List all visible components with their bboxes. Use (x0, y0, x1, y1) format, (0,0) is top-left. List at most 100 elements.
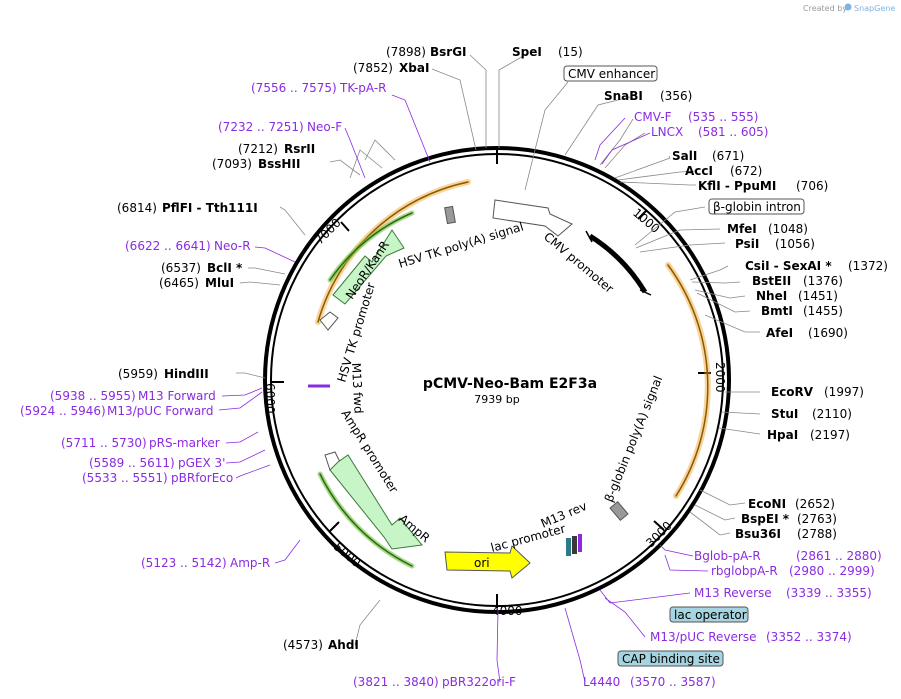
hsv-polya-label: HSV TK poly(A) signal (397, 219, 525, 270)
tick-label-4000: 4000 (492, 604, 523, 618)
site-name: NheI (756, 289, 787, 303)
site-name: EcoRV (771, 385, 814, 399)
hsv-polya-box (444, 205, 456, 225)
site-name: BmtI (761, 304, 793, 318)
leader-lines (236, 54, 761, 646)
primer-name: Neo-F (307, 120, 342, 134)
site-labels: (7898) BsrGI SpeI (15) (7852) XbaI SnaBI… (117, 45, 888, 652)
feature-arrows (308, 199, 629, 579)
site-name: KflI - PpuMI (698, 179, 776, 193)
primer-range: (6622 .. 6641) (125, 239, 211, 253)
tick-marks (270, 150, 711, 608)
bglobin-polya-box (609, 500, 629, 522)
ori-label: ori (474, 556, 490, 570)
site-pos: (1690) (808, 326, 848, 340)
primer-range: (5924 .. 5946) (20, 404, 106, 418)
site-pos: (1056) (775, 237, 815, 251)
site-pos: (2763) (797, 512, 837, 526)
primer-leader-lines (218, 94, 709, 683)
m13-rev-mark (578, 534, 582, 552)
cap-site-label: CAP binding site (622, 652, 720, 666)
hsv-promoter-arrow (319, 311, 339, 331)
site-name: StuI (771, 407, 798, 421)
snapgene-logo-icon (844, 3, 852, 11)
site-pos: (671) (712, 149, 744, 163)
primer-range: (535 .. 555) (688, 110, 758, 124)
primer-range: (2861 .. 2880) (796, 549, 882, 563)
cap-site-box (617, 650, 724, 667)
site-name: BsrGI (430, 45, 467, 59)
site-name: XbaI (399, 61, 429, 75)
cmv-enhancer-label: CMV enhancer (568, 67, 655, 81)
primer-range: (3821 .. 3840) (353, 675, 439, 689)
site-pos: (6465) (159, 276, 199, 290)
site-pos: (2197) (810, 428, 850, 442)
site-pos: (7852) (353, 61, 393, 75)
site-name: EcoNI (748, 497, 786, 511)
primer-range: (581 .. 605) (698, 125, 768, 139)
site-pos: (2788) (797, 527, 837, 541)
primer-range: (3570 .. 3587) (630, 675, 716, 689)
bglobin-intron-box (708, 198, 805, 215)
site-name: SnaBI (604, 89, 643, 103)
primer-name: Bglob-pA-R (694, 549, 761, 563)
primer-range: (5711 .. 5730) (61, 436, 147, 450)
tick-label-6000: 6000 (263, 383, 277, 414)
primer-range: (5938 .. 5955) (50, 389, 136, 403)
site-pos: (1048) (768, 222, 808, 236)
site-name: BclI * (207, 261, 243, 275)
plasmid-name: pCMV-Neo-Bam E2F3a (423, 376, 597, 392)
primer-range: (5589 .. 5611) (89, 456, 175, 470)
ori-arrow (444, 545, 531, 579)
lac-promoter-mark (572, 536, 577, 554)
lac-operator-label: lac operator (674, 608, 747, 622)
tick-label-2000: 2000 (713, 362, 727, 393)
primer-name: M13 Reverse (694, 586, 772, 600)
primer-name: Amp-R (230, 556, 270, 570)
cmv-enhancer-box (563, 65, 658, 82)
primer-name: CMV-F (634, 110, 672, 124)
site-pos: (1372) (848, 259, 888, 273)
primer-name: pBRforEco (171, 471, 233, 485)
neo-arrow (332, 229, 405, 305)
lac-operator-mark (566, 538, 571, 556)
bglobin-intron-label: β-globin intron (713, 200, 801, 214)
boxed-labels: CMV enhancer β-globin intron lac operato… (563, 65, 805, 667)
cmv-promoter-bar (588, 233, 648, 294)
site-name: RsrII (284, 142, 315, 156)
primer-name: M13/pUC Reverse (650, 630, 757, 644)
cmv-enhancer-arrow (492, 199, 573, 237)
site-name: AccI (685, 164, 713, 178)
lac-promoter-label: lac promoter (489, 521, 567, 554)
site-pos: (6814) (117, 201, 157, 215)
site-name: CsiI - SexAI * (745, 259, 832, 273)
brand-text: SnapGene (854, 4, 895, 13)
primer-name: TK-pA-R (339, 81, 387, 95)
primer-name: M13/pUC Forward (107, 404, 214, 418)
site-name: PflFI - Tth111I (162, 201, 258, 215)
site-pos: (5959) (118, 367, 158, 381)
site-pos: (1997) (824, 385, 864, 399)
primer-range: (2980 .. 2999) (789, 564, 875, 578)
tick-label-7000: 7000 (312, 216, 343, 247)
site-pos: (356) (660, 89, 692, 103)
primer-name: pRS-marker (149, 436, 220, 450)
site-name: MfeI (727, 222, 757, 236)
orf-arcs (315, 179, 711, 569)
site-pos: (2652) (795, 497, 835, 511)
primer-range: (7232 .. 7251) (218, 120, 304, 134)
cmv-promoter-label: CMV promoter (541, 230, 616, 296)
primer-name: rbglobpA-R (711, 564, 778, 578)
site-pos: (6537) (161, 261, 201, 275)
site-pos: (15) (558, 45, 583, 59)
site-pos: (1376) (803, 274, 843, 288)
primer-name: M13 Forward (138, 389, 216, 403)
primer-name: pBR322ori-F (442, 675, 516, 689)
primer-range: (3339 .. 3355) (786, 586, 872, 600)
site-pos: (4573) (283, 638, 323, 652)
site-name: HpaI (767, 428, 798, 442)
primer-name: pGEX 3' (178, 456, 225, 470)
site-name: BstEII (752, 274, 791, 288)
primer-name: LNCX (651, 125, 683, 139)
